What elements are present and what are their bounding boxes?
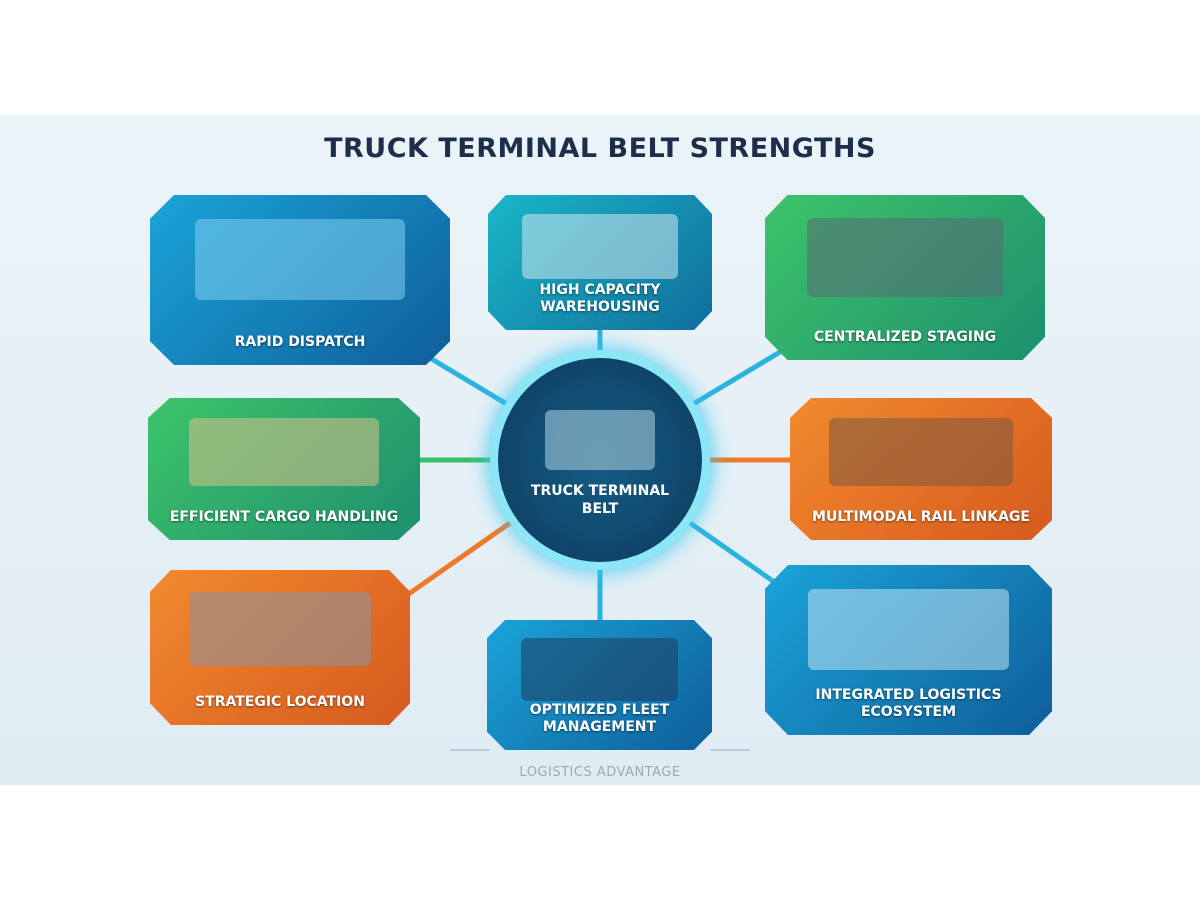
panel-rapid-dispatch: RAPID DISPATCH (150, 195, 450, 365)
panel-logistics-ecosystem: INTEGRATED LOGISTICS ECOSYSTEM (765, 565, 1052, 735)
train-icon (829, 417, 1013, 487)
panel-rail-linkage: MULTIMODAL RAIL LINKAGE (790, 398, 1052, 540)
panel-fleet-management: OPTIMIZED FLEET MANAGEMENT (487, 620, 712, 750)
page-title: TRUCK TERMINAL BELT STRENGTHS (324, 133, 876, 164)
panel-centralized-staging: CENTRALIZED STAGING (765, 195, 1045, 360)
trucks-clock-icon (195, 218, 405, 301)
forklift-icon (188, 417, 380, 487)
panel-warehousing: HIGH CAPACITY WAREHOUSING (488, 195, 712, 330)
network-computers-icon (808, 588, 1009, 671)
warehouse-icon (521, 213, 679, 279)
truck-yard-icon (807, 218, 1003, 298)
footer-caption: LOGISTICS ADVANTAGE (519, 765, 681, 780)
terminal-with-trucks-icon (545, 409, 655, 470)
panel-strategic-location: STRATEGIC LOCATION (150, 570, 410, 725)
dashboard-gps-icon (520, 638, 679, 701)
panel-cargo-handling: EFFICIENT CARGO HANDLING (148, 398, 420, 540)
hub-truck-terminal-belt: TRUCK TERMINAL BELT (490, 350, 710, 570)
compass-map-icon (189, 591, 371, 667)
